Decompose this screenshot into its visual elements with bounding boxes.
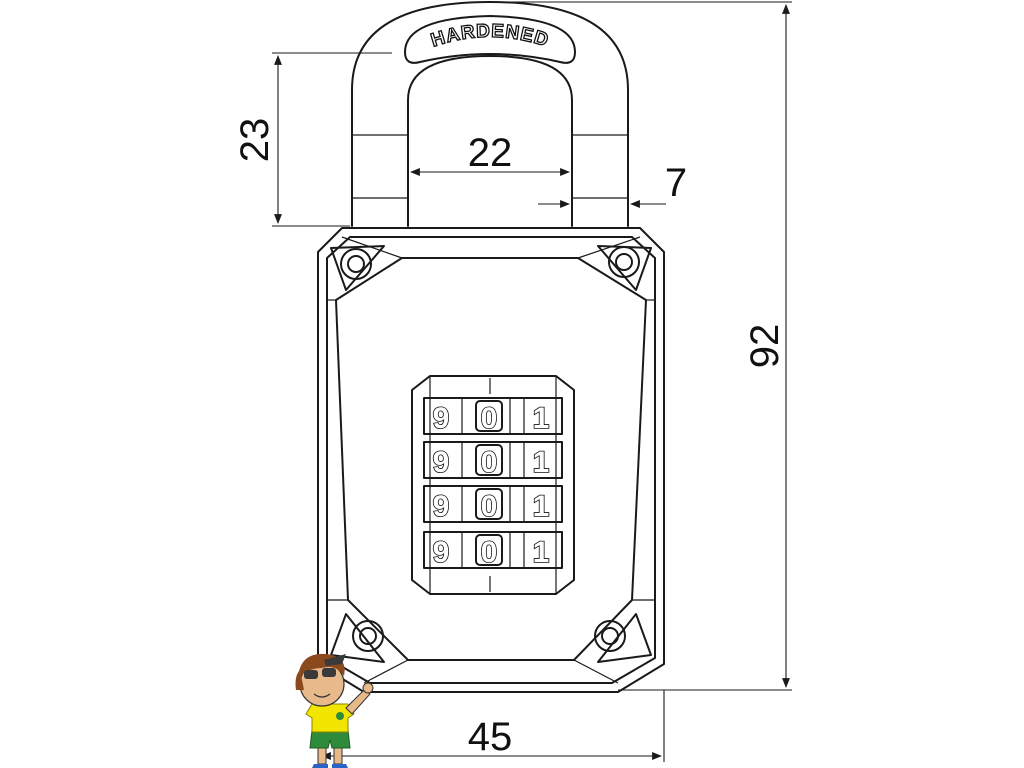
- dial-digit: 9: [433, 536, 450, 569]
- dial-digit: 0: [481, 536, 498, 569]
- dial-digit: 0: [481, 446, 498, 479]
- dial-digit: 1: [533, 536, 550, 569]
- hardened-text: HARDENED: [429, 21, 552, 52]
- dial-digit: 0: [481, 490, 498, 523]
- dimension-label-7: 7: [665, 161, 687, 205]
- dimension-body-width: 45: [321, 690, 665, 762]
- lock-body: [317, 227, 665, 693]
- screw-top-right: [608, 246, 640, 278]
- dimension-label-23: 23: [233, 118, 277, 163]
- dial-digit: 9: [433, 446, 450, 479]
- dimension-total-height: 92: [490, 1, 792, 691]
- screw-top-left: [340, 248, 372, 280]
- dial-digit: 9: [433, 402, 450, 435]
- dial-row[interactable]: 9 0 1: [423, 441, 563, 480]
- dimension-shackle-thickness: 7: [538, 161, 687, 208]
- dial-window: 9 0 1 9 0 1 9 0 1 9 0 1: [411, 375, 575, 595]
- dimension-inner-width: 22: [410, 131, 570, 176]
- dimension-label-22: 22: [468, 131, 513, 175]
- dial-row[interactable]: 9 0 1: [423, 531, 563, 570]
- dial-digit: 1: [533, 402, 550, 435]
- dimension-label-92: 92: [743, 324, 787, 369]
- screw-bottom-right: [594, 620, 626, 652]
- mascot-logo: [295, 653, 374, 768]
- screw-bottom-left: [352, 620, 384, 652]
- dial-row[interactable]: 9 0 1: [423, 485, 563, 524]
- dial-digit: 1: [533, 446, 550, 479]
- dial-digit: 9: [433, 490, 450, 523]
- dimension-shackle-height: 23: [233, 52, 392, 227]
- dial-row[interactable]: 9 0 1: [423, 397, 563, 436]
- dial-digit: 0: [481, 402, 498, 435]
- dimension-label-45: 45: [468, 715, 513, 759]
- dial-digit: 1: [533, 490, 550, 523]
